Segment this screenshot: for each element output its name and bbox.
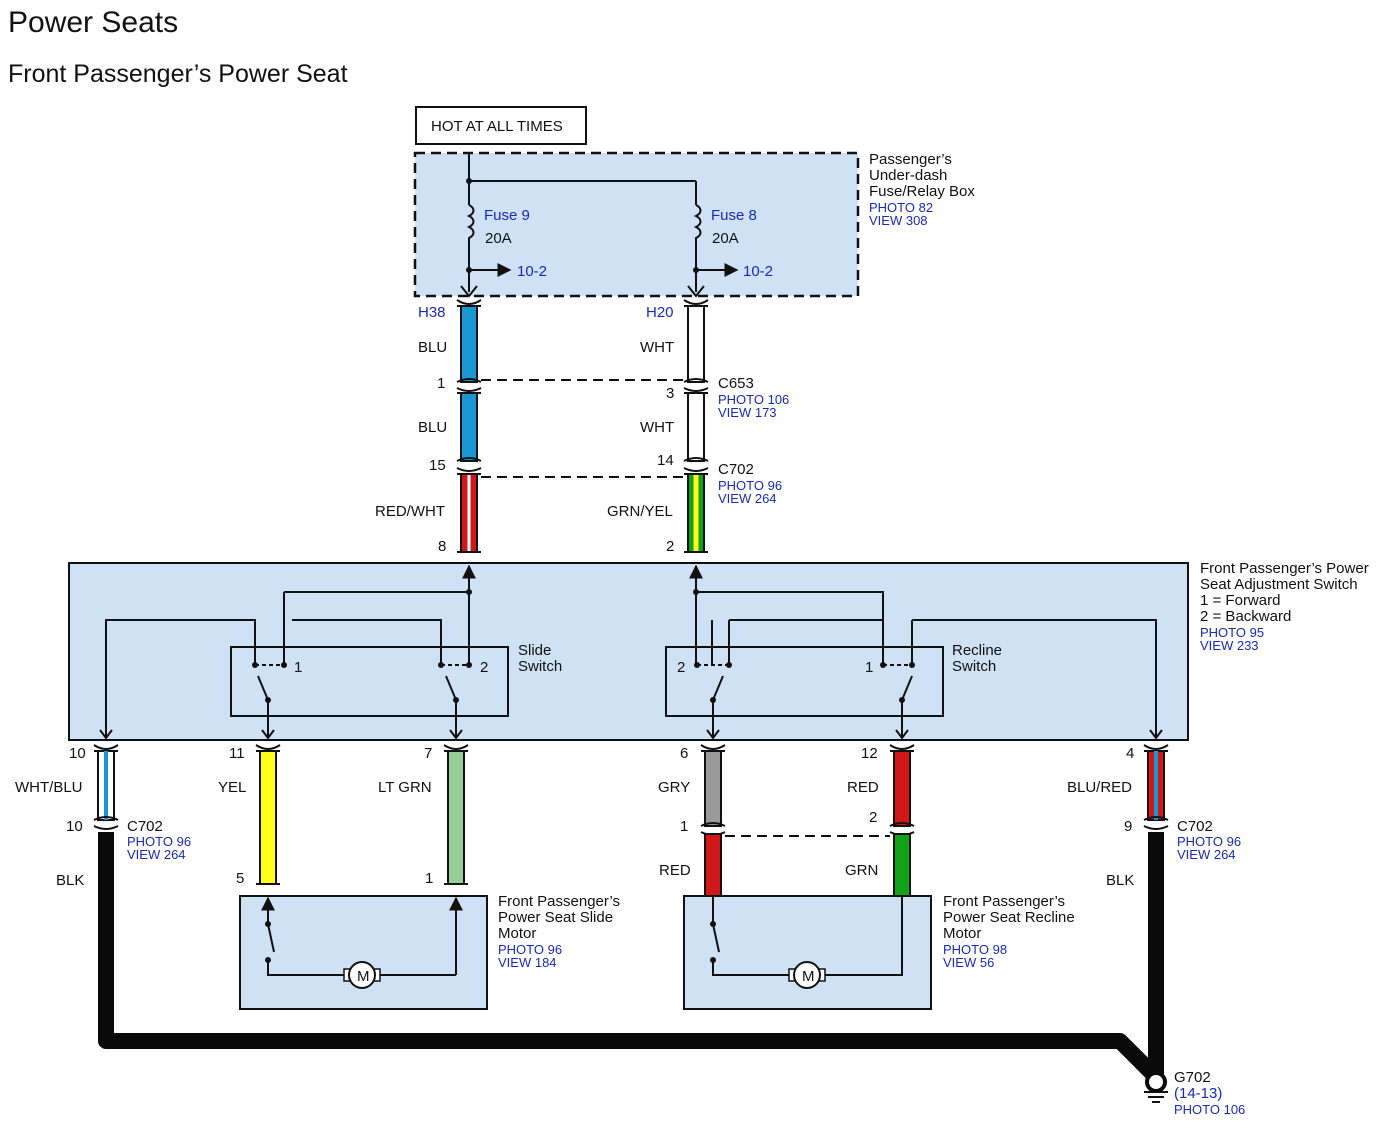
slide-motor-name-1: Front Passenger’s [498,893,620,910]
terminal-h38: H38 [418,304,446,321]
c702-left-pin: 10 [66,818,83,835]
c702-top-view: VIEW 264 [718,491,777,506]
out-pin-7: 7 [424,745,432,762]
c702-left-name: C702 [127,818,163,835]
c702-right-photo: PHOTO 96 [1177,834,1241,849]
c702-top-photo: PHOTO 96 [718,478,782,493]
out-pin-12: 12 [861,745,878,762]
switch-legend-1: 1 = Forward [1200,592,1280,609]
recline-motor-pin-1: 1 [680,818,688,835]
wire-label-blk-right: BLK [1106,872,1134,889]
switch-name-1: Front Passenger’s Power [1200,560,1369,577]
terminal-h20: H20 [646,304,674,321]
fuse-box-name-1: Passenger’s [869,151,952,168]
wire-label-wht-1: WHT [640,339,674,356]
slide-motor [239,895,488,1010]
fuse-8-rating: 20A [712,230,739,247]
recline-pos-1: 1 [865,659,873,676]
fuse-box-view: VIEW 308 [869,213,928,228]
slide-pos-1: 1 [294,659,302,676]
switch-pin-8: 8 [438,538,446,555]
wire-label-grn-yel: GRN/YEL [607,503,673,520]
page-title: Power Seats [8,6,179,39]
recline-motor [683,895,932,1010]
fuse-box-name-2: Under-dash [869,167,947,184]
ground-name: G702 [1174,1069,1211,1086]
c653-pin-3: 3 [666,385,674,402]
c653-view: VIEW 173 [718,405,777,420]
hot-at-all-times-label: HOT AT ALL TIMES [431,118,563,135]
c702-top-name: C702 [718,461,754,478]
top-wires [456,299,709,553]
wire-label-wht-2: WHT [640,419,674,436]
wire-label-gry: GRY [658,779,690,796]
wire-label-blu-2: BLU [418,419,447,436]
slide-motor-name-3: Motor [498,925,536,942]
switch-photo: PHOTO 95 [1200,625,1264,640]
recline-motor-photo: PHOTO 98 [943,942,1007,957]
slide-switch-label-2: Switch [518,658,562,675]
recline-motor-name-3: Motor [943,925,981,942]
page-subtitle: Front Passenger’s Power Seat [8,60,348,88]
slide-motor-view: VIEW 184 [498,955,557,970]
out-pin-11: 11 [229,745,245,762]
wire-label-red-wht: RED/WHT [375,503,445,520]
fuse-relay-box [413,151,860,298]
switch-pin-2: 2 [666,538,674,555]
lower-wires [93,744,1169,1103]
recline-motor-view: VIEW 56 [943,955,994,970]
recline-switch-label-1: Recline [952,642,1002,659]
slide-motor-photo: PHOTO 96 [498,942,562,957]
slide-motor-name-2: Power Seat Slide [498,909,613,926]
wire-label-lt-grn: LT GRN [378,779,432,796]
out-pin-10: 10 [69,745,86,762]
c702-left-view: VIEW 264 [127,847,186,862]
slide-switch-label-1: Slide [518,642,551,659]
wire-label-blk-left: BLK [56,872,84,889]
recline-switch-label-2: Switch [952,658,996,675]
seat-adjustment-switch [68,562,1189,741]
switch-name-2: Seat Adjustment Switch [1200,576,1358,593]
wire-label-red-bottom: RED [659,862,691,879]
recline-motor-m: M [802,968,815,985]
c702-right-view: VIEW 264 [1177,847,1236,862]
wire-label-grn-bottom: GRN [845,862,878,879]
fuse-9-ref: 10-2 [517,263,547,280]
c702-right-name: C702 [1177,818,1213,835]
fuse-9-label: Fuse 9 [484,207,530,224]
recline-motor-pin-2: 2 [869,809,877,826]
wire-label-blu-red: BLU/RED [1067,779,1132,796]
fuse-8-ref: 10-2 [743,263,773,280]
c653-photo: PHOTO 106 [718,392,789,407]
slide-pos-2: 2 [480,659,488,676]
recline-motor-name-1: Front Passenger’s [943,893,1065,910]
out-pin-6: 6 [680,745,688,762]
wire-label-yel: YEL [218,779,246,796]
fuse-box-photo: PHOTO 82 [869,200,933,215]
fuse-8-label: Fuse 8 [711,207,757,224]
c702-top-pin-15: 15 [429,457,446,474]
recline-motor-name-2: Power Seat Recline [943,909,1075,926]
switch-view: VIEW 233 [1200,638,1259,653]
c653-name: C653 [718,375,754,392]
ground-photo: PHOTO 106 [1174,1102,1245,1117]
fuse-9-rating: 20A [485,230,512,247]
wire-label-blu-1: BLU [418,339,447,356]
c653-pin-1: 1 [437,375,445,392]
wire-label-red-top: RED [847,779,879,796]
fuse-box-name-3: Fuse/Relay Box [869,183,975,200]
switch-legend-2: 2 = Backward [1200,608,1291,625]
slide-motor-m: M [357,968,370,985]
wire-label-wht-blu: WHT/BLU [15,779,83,796]
ground-ref: (14-13) [1174,1085,1222,1102]
recline-pos-2: 2 [677,659,685,676]
c702-left-photo: PHOTO 96 [127,834,191,849]
slide-motor-pin-1: 1 [425,870,433,887]
out-pin-4: 4 [1126,745,1134,762]
c702-right-pin: 9 [1124,818,1132,835]
c702-top-pin-14: 14 [657,452,674,469]
slide-motor-pin-5: 5 [236,870,244,887]
hot-at-all-times-box [415,106,587,145]
